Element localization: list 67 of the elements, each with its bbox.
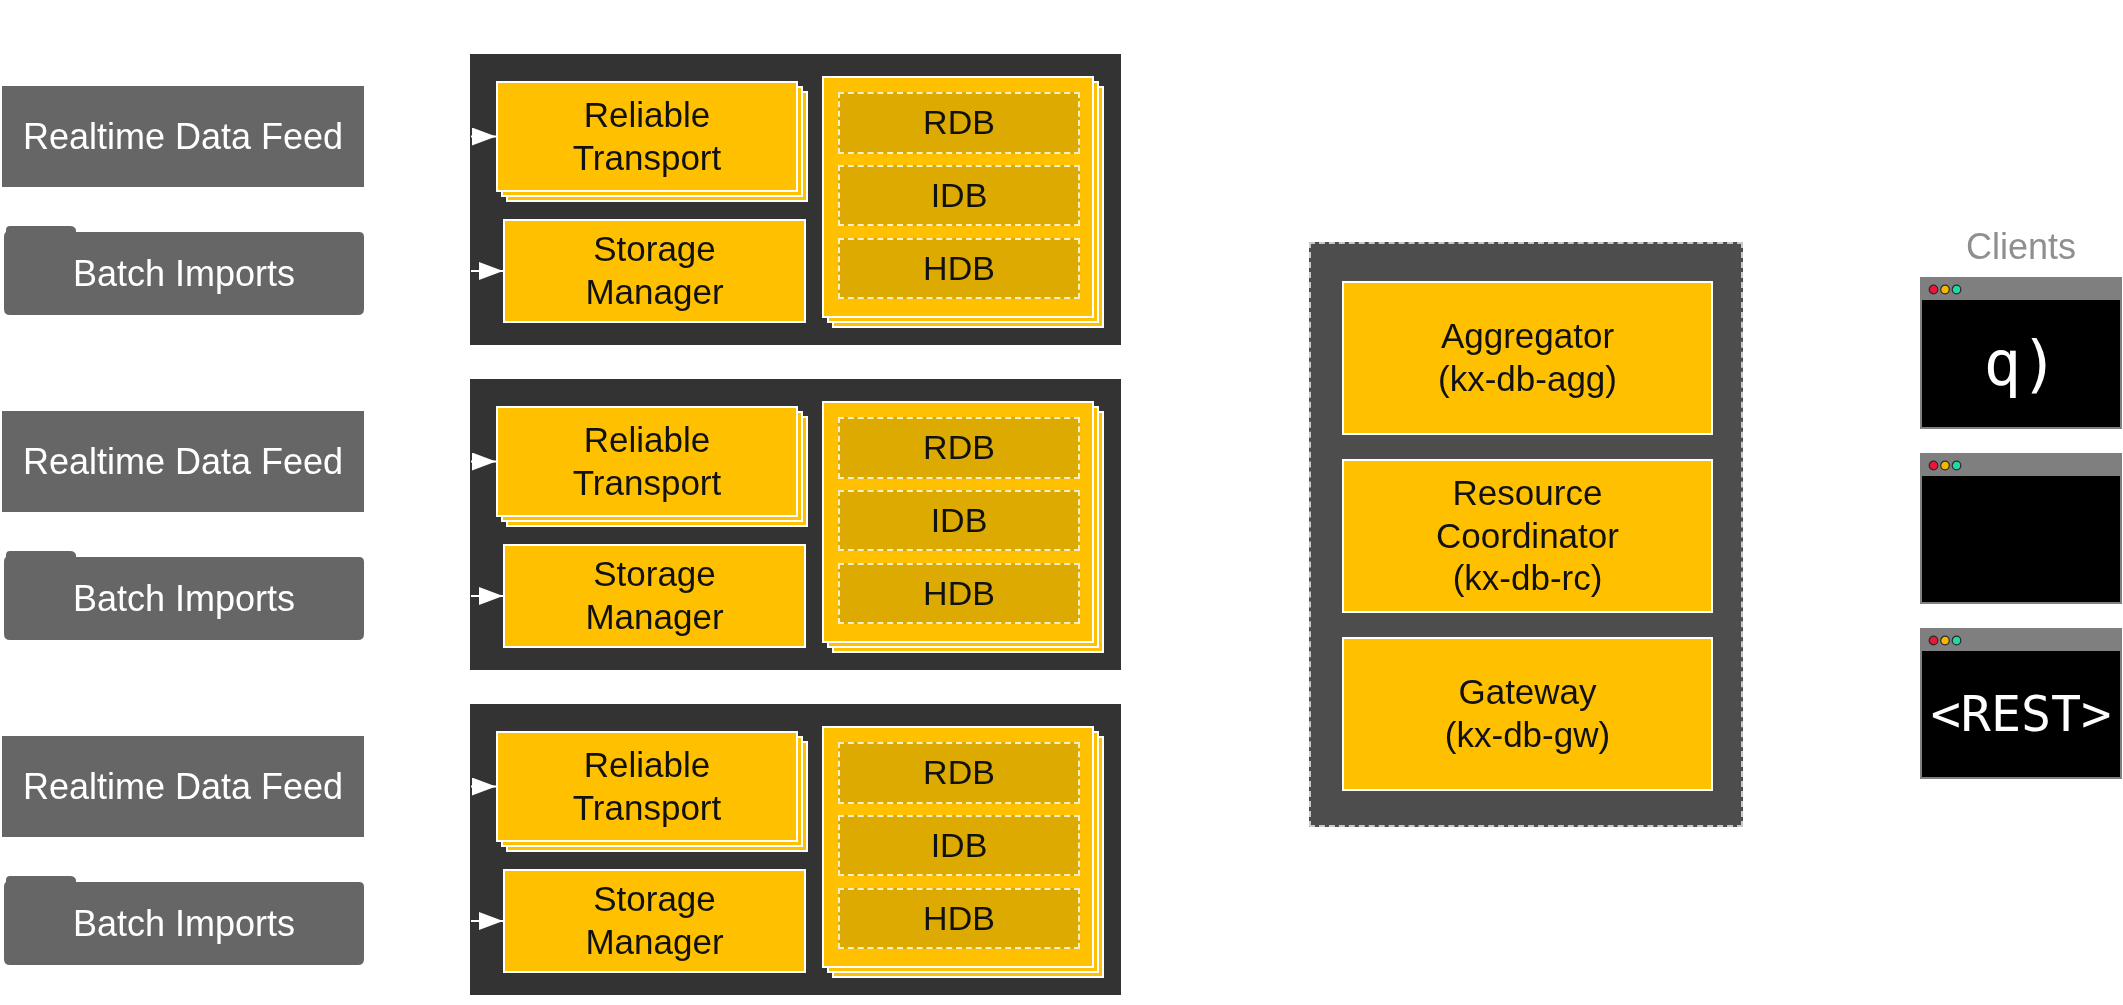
arrow (470, 262, 504, 280)
node-label: Realtime Data Feed (22, 114, 344, 159)
node-label: q) (1983, 325, 2059, 402)
service-panel (470, 54, 1121, 345)
arrow (470, 452, 497, 471)
node-label: HDB (923, 572, 995, 614)
stacked-box (496, 731, 808, 853)
node-label: Reliable Transport (571, 93, 723, 179)
node-label: Realtime Data Feed (22, 764, 344, 809)
terminal-window (1920, 453, 2122, 604)
dashed-box (838, 563, 1080, 624)
dashed-box (838, 417, 1080, 479)
node-label: RDB (923, 102, 995, 144)
node-label: HDB (923, 897, 995, 939)
dashed-box (838, 238, 1080, 299)
process-box (503, 544, 806, 648)
node-label: <REST> (1930, 683, 2112, 745)
node-label: Batch Imports (72, 252, 296, 296)
dashed-panel (1309, 242, 1743, 827)
folder-shape (4, 550, 364, 641)
source-box (2, 411, 364, 512)
terminal-window (1920, 277, 2122, 429)
process-box (1342, 281, 1713, 435)
node-label: Reliable Transport (571, 743, 723, 829)
service-panel (470, 379, 1121, 670)
node-label: Storage Manager (584, 228, 725, 313)
node-label: Resource Coordinator (kx-db-rc) (1435, 471, 1620, 600)
node-label: RDB (923, 752, 995, 794)
node-label: IDB (930, 499, 988, 541)
source-box (2, 86, 364, 187)
node-label: HDB (923, 247, 995, 289)
process-box (503, 869, 806, 973)
dashed-box (838, 490, 1080, 551)
folder-shape (4, 875, 364, 966)
dashed-box (838, 92, 1080, 154)
arrow (470, 777, 497, 796)
arrow (470, 127, 497, 146)
source-box (2, 736, 364, 837)
dashed-box (838, 165, 1080, 226)
node-label: RDB (923, 427, 995, 469)
stacked-box (822, 726, 1106, 978)
process-box (1342, 459, 1713, 613)
folder-shape (4, 225, 364, 316)
column-heading: Clients (1966, 226, 2076, 268)
arrow (470, 912, 504, 930)
stacked-box (822, 76, 1106, 328)
node-label: Storage Manager (584, 553, 725, 638)
process-box (503, 219, 806, 323)
arrow (470, 587, 504, 605)
stacked-box (496, 406, 808, 528)
stacked-box (496, 81, 808, 203)
node-label: Realtime Data Feed (22, 439, 344, 484)
stacked-box (822, 401, 1106, 653)
node-label: IDB (930, 824, 988, 866)
dashed-box (838, 742, 1080, 804)
node-label: Batch Imports (72, 902, 296, 946)
node-label: Gateway (kx-db-gw) (1443, 671, 1612, 756)
service-panel (470, 704, 1121, 995)
node-label: IDB (930, 174, 988, 216)
process-box (1342, 637, 1713, 791)
node-label: Batch Imports (72, 577, 296, 621)
terminal-window (1920, 628, 2122, 779)
node-label: Aggregator (kx-db-agg) (1437, 315, 1618, 400)
dashed-box (838, 888, 1080, 949)
dashed-box (838, 815, 1080, 876)
node-label: Reliable Transport (571, 418, 723, 504)
node-label: Storage Manager (584, 878, 725, 963)
